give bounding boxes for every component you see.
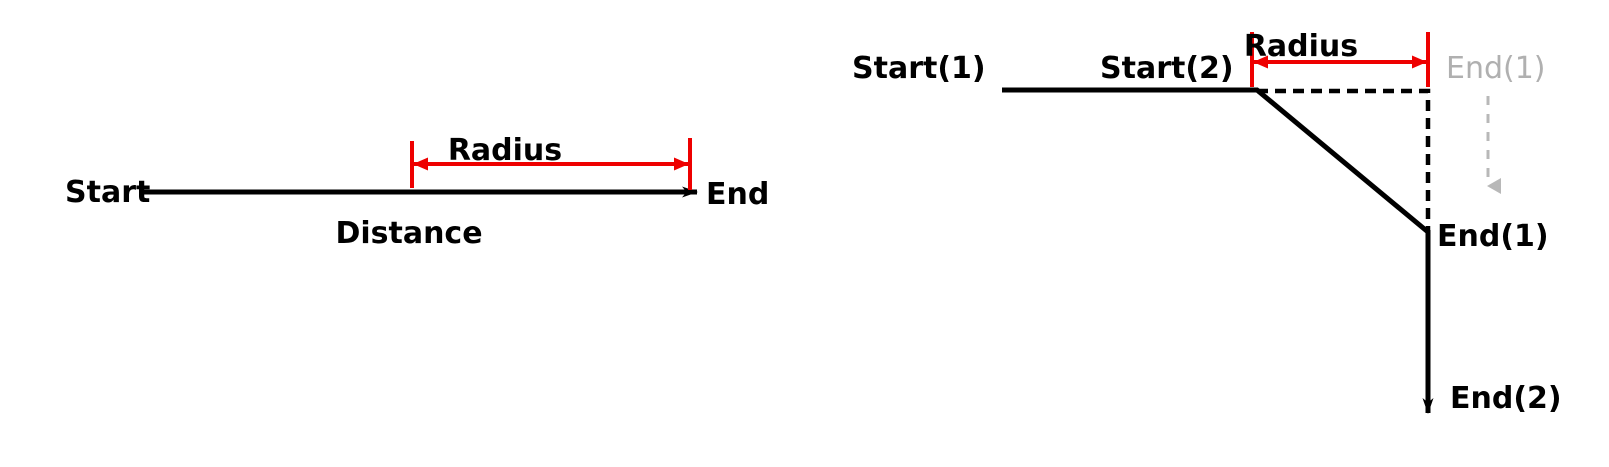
label-start-1: Start(1): [852, 51, 986, 86]
label-radius: Radius: [448, 133, 562, 168]
label-distance: Distance: [335, 216, 482, 251]
label-end-2: End(2): [1450, 381, 1562, 416]
label-end-1: End(1): [1437, 219, 1549, 254]
label-start: Start: [65, 175, 150, 210]
panel-single-segment: Start End Radius Distance: [65, 133, 769, 251]
construction-dashed-corner: [1257, 88, 1431, 234]
label-end: End: [706, 177, 769, 212]
solid-path-bevel: [1002, 87, 1430, 234]
label-radius-2: Radius: [1244, 29, 1358, 64]
panel-filleted-corner: Start(1) Start(2) Radius End(1) End(1) E…: [852, 29, 1562, 416]
label-end-1-ghost: End(1): [1446, 51, 1546, 86]
label-start-2: Start(2): [1100, 51, 1234, 86]
